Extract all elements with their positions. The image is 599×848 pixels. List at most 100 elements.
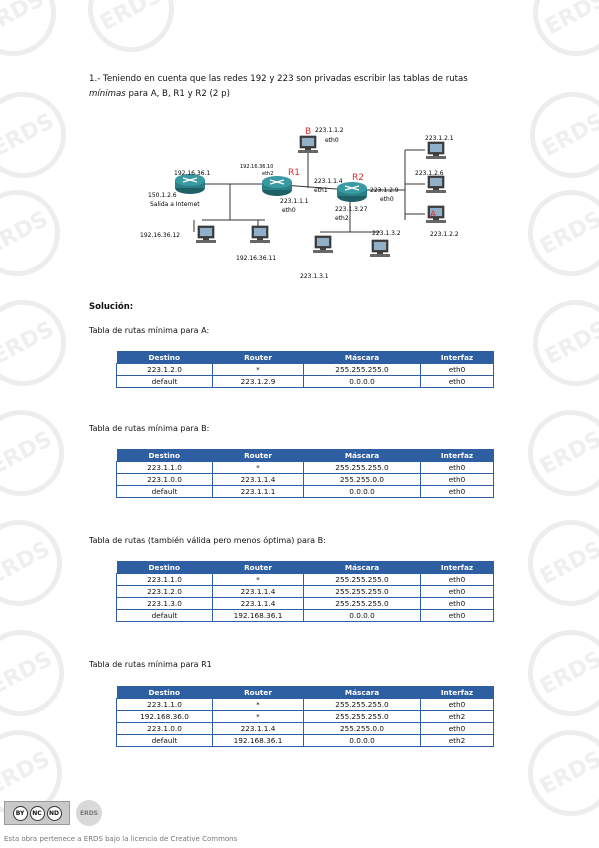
cell: 223.1.1.0 xyxy=(116,698,213,711)
label-r2-eth0-ip: 223.1.2.9 xyxy=(370,187,399,194)
cell: 255.255.255.0 xyxy=(303,710,421,723)
label-router-r1: R1 xyxy=(288,168,300,178)
cell: 192.168.36.1 xyxy=(212,734,304,747)
label-gateway-ip: 192.16.36.1 xyxy=(174,170,210,177)
table-row: 223.1.1.0 * 255.255.255.0 eth0 xyxy=(116,698,494,711)
cell: 223.1.2.9 xyxy=(212,375,304,388)
cell: * xyxy=(212,573,304,586)
table-header-row: Destino Router Máscara Interfaz xyxy=(116,351,494,364)
cell: eth0 xyxy=(420,585,494,598)
cc-nc-icon: NC xyxy=(29,805,45,821)
table-row: 223.1.1.0 * 255.255.255.0 eth0 xyxy=(116,461,494,474)
cell: eth0 xyxy=(420,473,494,486)
cell: 223.1.1.4 xyxy=(212,473,304,486)
table-row: 223.1.0.0 223.1.1.4 255.255.0.0 eth0 xyxy=(116,473,494,486)
cell: * xyxy=(212,698,304,711)
router-r2-icon xyxy=(336,181,368,203)
question-emphasis: mínimas xyxy=(89,89,126,99)
cell: eth0 xyxy=(420,597,494,610)
routing-table-b: Destino Router Máscara Interfaz 223.1.1.… xyxy=(116,449,494,498)
host-b-icon xyxy=(297,135,319,154)
table-row: 223.1.3.0 223.1.1.4 255.255.255.0 eth0 xyxy=(116,597,494,610)
label-host-36-12: 192.16.36.12 xyxy=(140,232,180,239)
cell: default xyxy=(116,375,213,388)
label-host-3-2: 223.1.3.2 xyxy=(372,230,401,237)
table-a-title: Tabla de rutas mínima para A: xyxy=(89,326,210,335)
license-text: Esta obra pertenece a ERDS bajo la licen… xyxy=(4,835,238,843)
label-r2-eth2: eth2 xyxy=(335,215,349,222)
header-destino: Destino xyxy=(116,561,213,574)
question-line1: 1.- Teniendo en cuenta que las redes 192… xyxy=(89,74,468,84)
header-interfaz: Interfaz xyxy=(420,686,494,699)
table-row: default 192.168.36.1 0.0.0.0 eth0 xyxy=(116,609,494,622)
table-row: default 223.1.1.1 0.0.0.0 eth0 xyxy=(116,485,494,498)
solution-heading: Solución: xyxy=(89,302,134,312)
label-internet: Salida a Internet xyxy=(150,201,200,208)
cell: 192.168.36.0 xyxy=(116,710,213,723)
table-row: 223.1.2.0 223.1.1.4 255.255.255.0 eth0 xyxy=(116,585,494,598)
host-icon xyxy=(425,141,447,160)
cell: eth0 xyxy=(420,461,494,474)
cell: 255.255.0.0 xyxy=(303,473,421,486)
host-icon xyxy=(425,175,447,194)
table-r1-title: Tabla de rutas mínima para R1 xyxy=(89,660,212,669)
cell: * xyxy=(212,710,304,723)
host-icon xyxy=(312,235,334,254)
header-router: Router xyxy=(212,449,304,462)
cell: eth0 xyxy=(420,609,494,622)
cell: default xyxy=(116,485,213,498)
label-r2-eth1-ip: 223.1.1.4 xyxy=(314,178,343,185)
header-mascara: Máscara xyxy=(303,561,421,574)
host-icon xyxy=(369,239,391,258)
router-r1-icon xyxy=(261,175,293,197)
cell: eth0 xyxy=(420,722,494,735)
label-a-ip: 223.1.2.2 xyxy=(430,231,459,238)
cell: 0.0.0.0 xyxy=(303,734,421,747)
cell: default xyxy=(116,609,213,622)
table-header-row: Destino Router Máscara Interfaz xyxy=(116,449,494,462)
routing-table-b-alt: Destino Router Máscara Interfaz 223.1.1.… xyxy=(116,561,494,622)
cell: 223.1.1.4 xyxy=(212,585,304,598)
cell: 223.1.1.0 xyxy=(116,573,213,586)
header-interfaz: Interfaz xyxy=(420,351,494,364)
network-diagram: B 223.1.1.2 eth0 223.1.2.1 223.1.2.6 A 2… xyxy=(130,120,475,290)
header-destino: Destino xyxy=(116,351,213,364)
cell: 0.0.0.0 xyxy=(303,485,421,498)
cell: eth0 xyxy=(420,698,494,711)
cell: 223.1.1.4 xyxy=(212,597,304,610)
creative-commons-badge[interactable]: BY NC ND xyxy=(4,801,70,825)
table-row: 223.1.1.0 * 255.255.255.0 eth0 xyxy=(116,573,494,586)
cell: 0.0.0.0 xyxy=(303,375,421,388)
label-host-2-1: 223.1.2.1 xyxy=(425,135,454,142)
cell: * xyxy=(212,461,304,474)
label-host-36-11: 192.16.36.11 xyxy=(236,255,276,262)
host-icon xyxy=(249,225,271,244)
header-mascara: Máscara xyxy=(303,686,421,699)
cell: 223.1.1.4 xyxy=(212,722,304,735)
header-destino: Destino xyxy=(116,449,213,462)
cell: eth0 xyxy=(420,573,494,586)
label-host-2-6: 223.1.2.6 xyxy=(415,170,444,177)
cell: 255.255.255.0 xyxy=(303,573,421,586)
erds-logo: ERDS xyxy=(76,800,102,826)
header-mascara: Máscara xyxy=(303,449,421,462)
cell: default xyxy=(116,734,213,747)
table-header-row: Destino Router Máscara Interfaz xyxy=(116,686,494,699)
table-b-alt-title: Tabla de rutas (también válida pero meno… xyxy=(89,536,326,545)
question-text: 1.- Teniendo en cuenta que las redes 192… xyxy=(89,72,519,102)
routing-table-a: Destino Router Máscara Interfaz 223.1.2.… xyxy=(116,351,494,388)
question-line2: para A, B, R1 y R2 (2 p) xyxy=(125,89,230,99)
table-row: 192.168.36.0 * 255.255.255.0 eth2 xyxy=(116,710,494,723)
label-host-b: B xyxy=(305,127,311,137)
label-b-iface: eth0 xyxy=(325,137,339,144)
cell: 223.1.0.0 xyxy=(116,473,213,486)
header-destino: Destino xyxy=(116,686,213,699)
cell: 192.168.36.1 xyxy=(212,609,304,622)
header-interfaz: Interfaz xyxy=(420,449,494,462)
cell: * xyxy=(212,363,304,376)
cell: 223.1.1.0 xyxy=(116,461,213,474)
table-row: default 223.1.2.9 0.0.0.0 eth0 xyxy=(116,375,494,388)
cell: eth0 xyxy=(420,363,494,376)
cell: eth2 xyxy=(420,734,494,747)
